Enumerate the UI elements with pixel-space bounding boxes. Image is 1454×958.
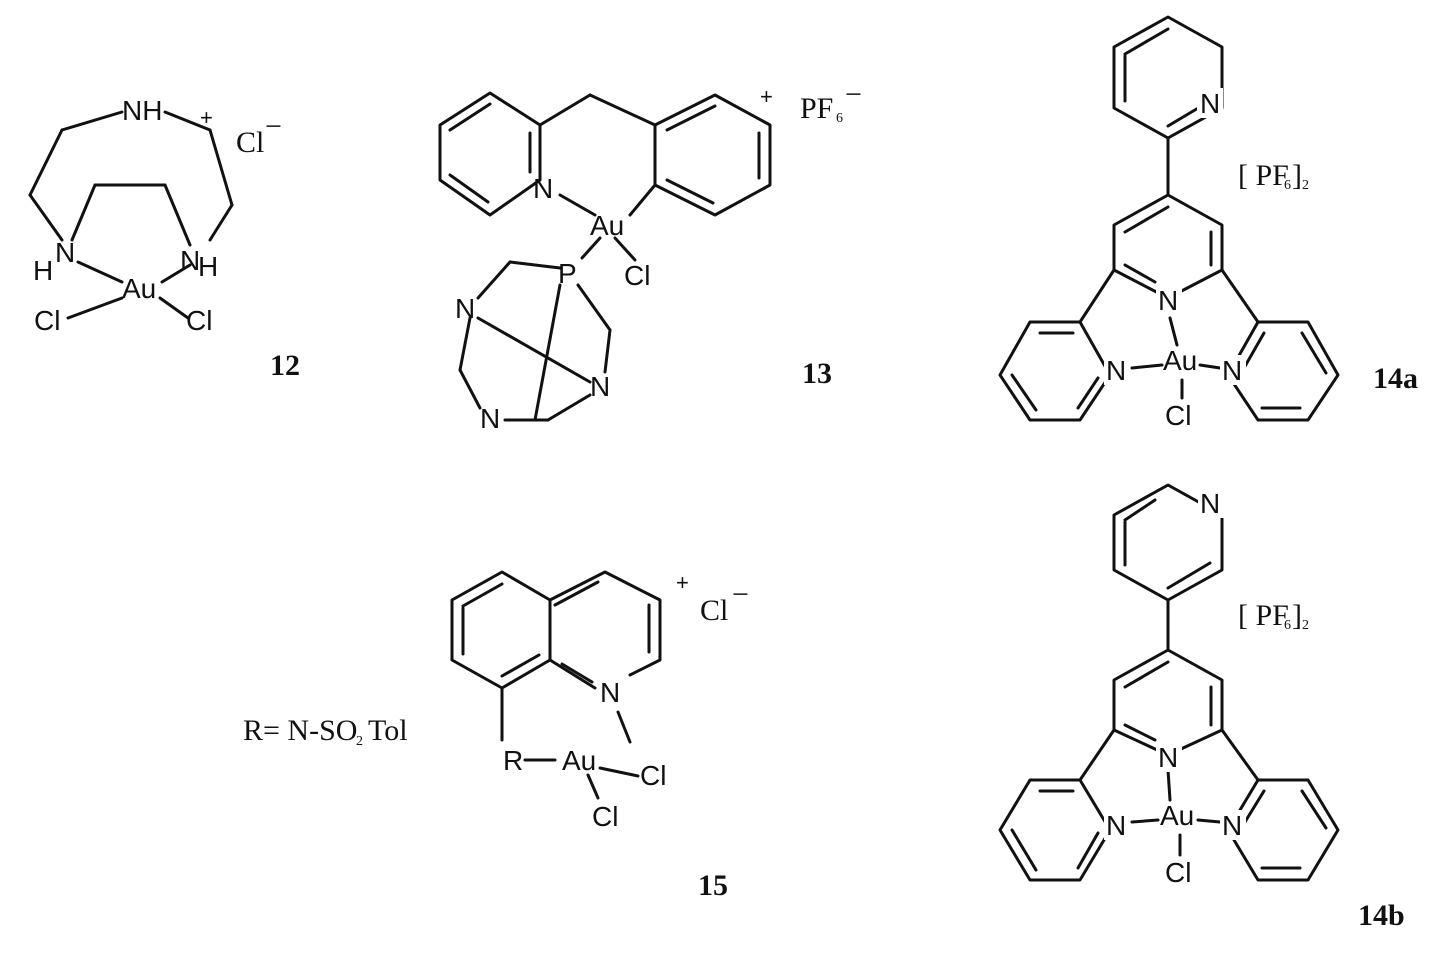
compound-13-counterion: PF <box>800 92 833 125</box>
compound-15-r-definition-tail: Tol <box>368 714 408 747</box>
compound-15-charge: + <box>676 570 689 595</box>
compound-15-cl-bottom: Cl <box>592 801 618 832</box>
compound-14b-counterion-close: ] <box>1292 599 1302 632</box>
compound-14b-n-top: N <box>1200 488 1220 519</box>
compound-13-charge: + <box>760 84 773 109</box>
compound-12-counterion: Cl <box>236 126 264 159</box>
compound-14b-au: Au <box>1160 800 1194 831</box>
compound-15-counterion: Cl <box>700 594 728 627</box>
compound-13-counterion-sub: 6 <box>836 111 843 126</box>
compound-13-cl: Cl <box>624 260 650 291</box>
compound-15-r-definition: R= N-SO <box>243 714 357 747</box>
compound-14b-n-left: N <box>1106 810 1126 841</box>
compound-13-counterion-charge: − <box>845 78 862 111</box>
compound-13-n3: N <box>480 403 500 434</box>
compound-13-n-pyridine: N <box>533 173 553 204</box>
compound-12-au: Au <box>122 273 156 304</box>
compound-15-r-definition-sub: 2 <box>356 734 363 749</box>
compound-14a-n-center: N <box>1158 285 1178 316</box>
compound-12-charge: + <box>200 105 213 130</box>
compound-14a-n-top: N <box>1200 88 1220 119</box>
compound-12-n-right: N <box>180 245 200 276</box>
compound-14a-id: 14a <box>1373 362 1418 395</box>
compound-15: N R Au Cl Cl + Cl − R= N-SO 2 Tol 15 <box>243 570 749 902</box>
compound-14b-id: 14b <box>1358 899 1405 932</box>
compound-15-au: Au <box>562 745 596 776</box>
compound-12-h-right: H <box>198 251 218 282</box>
compound-14b-counterion-sub: 6 <box>1284 618 1291 633</box>
compound-14a-bonds <box>998 15 1340 422</box>
compound-14b-counterion-count: 2 <box>1302 618 1309 633</box>
compound-14a: N N N N Au Cl [ PF 6 ] 2 14a <box>998 15 1418 431</box>
compound-14a-counterion-close: ] <box>1292 159 1302 192</box>
compound-13: N Au Cl P N N N + PF 6 − 13 <box>438 78 862 434</box>
compound-15-n-quinoline: N <box>600 677 620 708</box>
compound-14b-n-center: N <box>1158 742 1178 773</box>
compound-13-n2: N <box>590 371 610 402</box>
compound-15-id: 15 <box>698 869 728 902</box>
compound-13-n1: N <box>455 293 475 324</box>
compound-14a-counterion-count: 2 <box>1302 178 1309 193</box>
compound-13-bonds <box>438 91 772 422</box>
compound-13-au: Au <box>590 210 624 241</box>
compound-15-r: R <box>503 745 523 776</box>
compound-14a-n-left: N <box>1106 355 1126 386</box>
compound-15-bonds <box>450 570 662 800</box>
compound-12-n-left: N <box>55 237 75 268</box>
compound-14b: N N N N Au Cl [ PF 6 ] 2 14b <box>998 483 1405 932</box>
compound-12-h-left: H <box>33 255 53 286</box>
compound-12: NH + Cl − N H N H Au Cl Cl 12 <box>28 95 300 382</box>
compound-13-id: 13 <box>802 357 832 390</box>
compound-14a-cl: Cl <box>1165 400 1191 431</box>
compound-12-cl-left: Cl <box>34 305 60 336</box>
compound-14b-counterion: [ PF <box>1238 599 1289 632</box>
compound-14b-n-right: N <box>1222 810 1242 841</box>
compound-14a-au: Au <box>1163 345 1197 376</box>
compound-12-cl-right: Cl <box>186 305 212 336</box>
compound-15-counterion-charge: − <box>732 578 749 611</box>
compound-14b-cl: Cl <box>1165 857 1191 888</box>
compound-12-counterion-charge: − <box>265 110 282 143</box>
compound-14a-counterion-sub: 6 <box>1284 178 1291 193</box>
compound-12-nh-label: NH <box>122 95 162 126</box>
compound-14a-counterion: [ PF <box>1238 159 1289 192</box>
compound-13-p: P <box>558 258 577 289</box>
compound-15-cl-right: Cl <box>640 760 666 791</box>
compound-12-bonds <box>28 110 234 320</box>
compound-14a-n-right: N <box>1222 355 1242 386</box>
compound-12-id: 12 <box>270 349 300 382</box>
